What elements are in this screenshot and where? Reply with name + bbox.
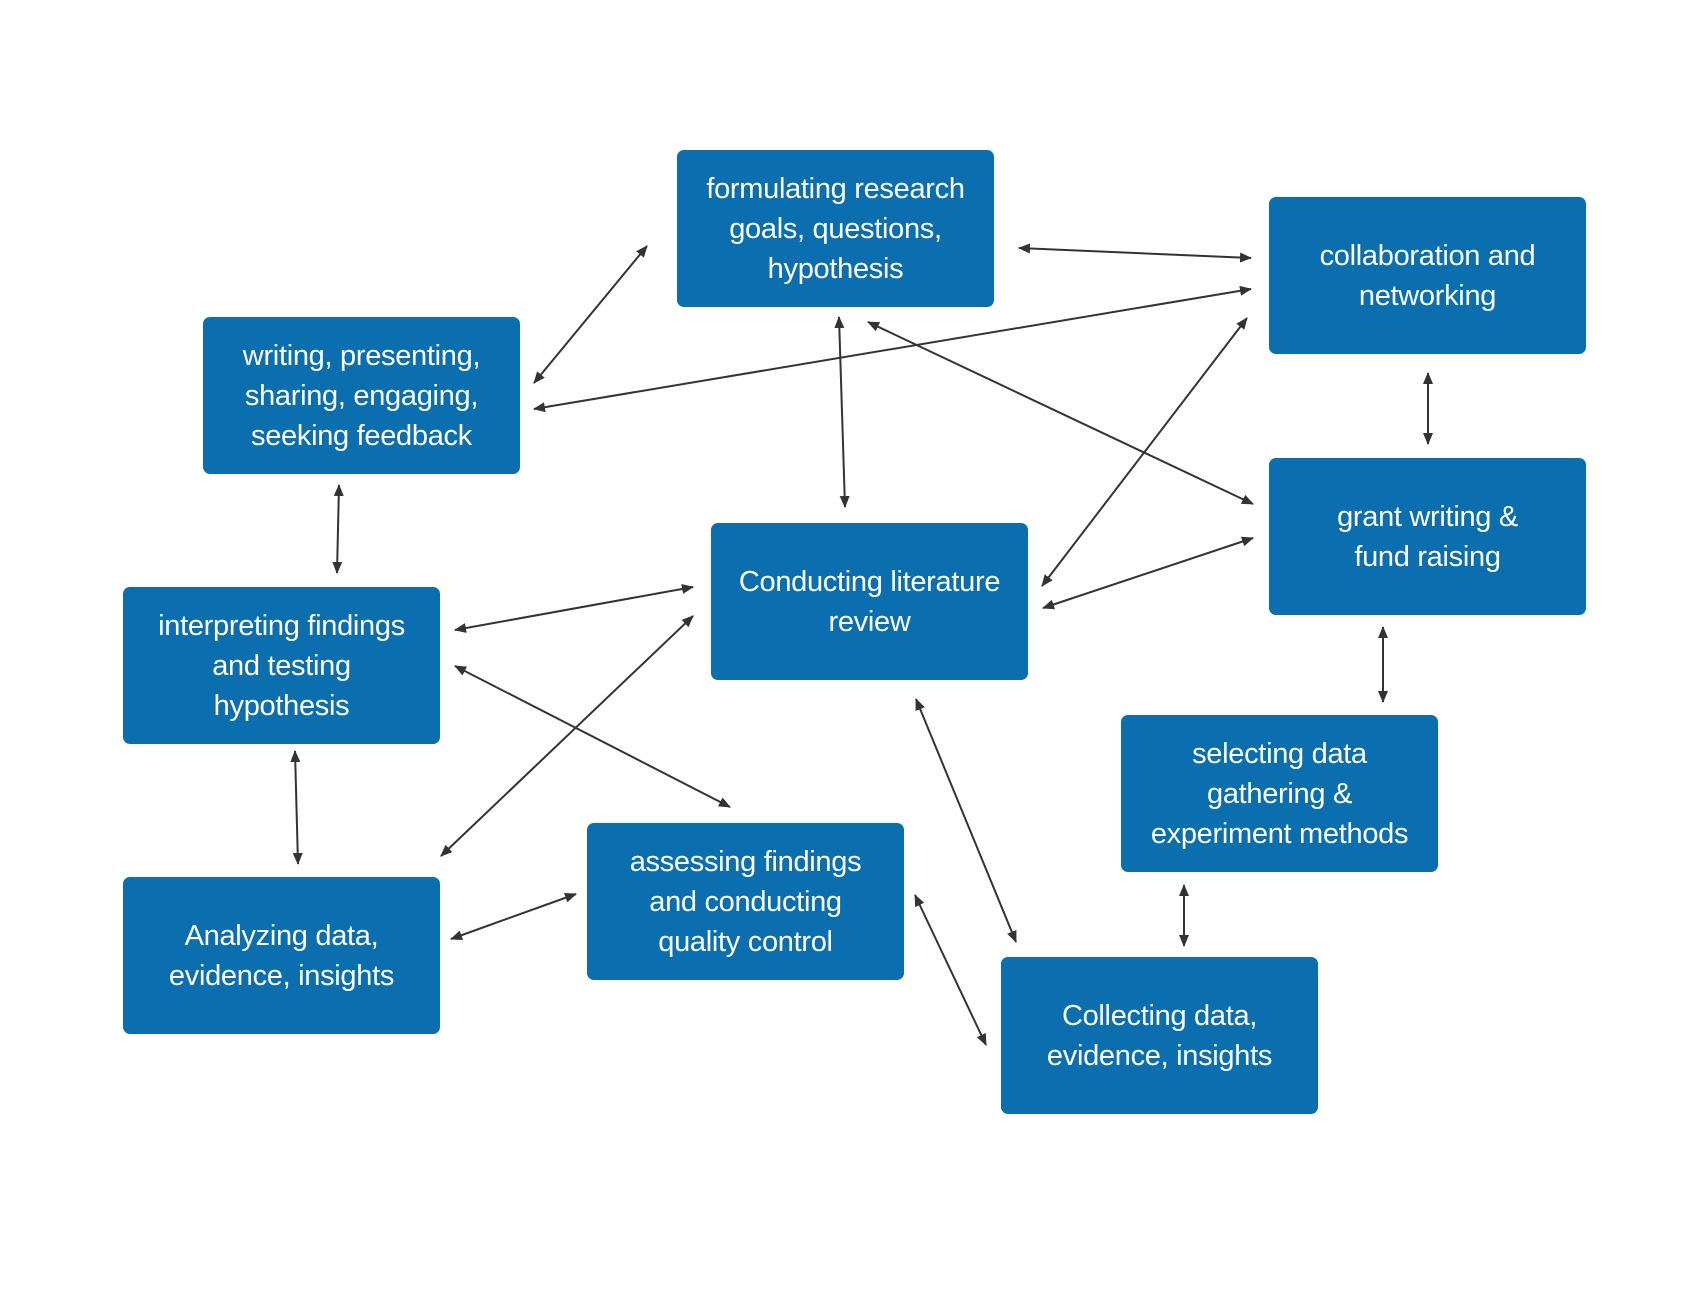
arrow-formulating-literature <box>834 316 850 508</box>
arrow-formulating-grant <box>867 321 1254 505</box>
arrow-literature-collecting <box>915 698 1017 943</box>
node-collaboration-label: collaboration and networking <box>1319 239 1536 312</box>
node-assessing-findings: assessing findings and conducting qualit… <box>587 823 904 980</box>
arrow-grant-literature <box>1042 536 1254 610</box>
arrow-assessing-collecting <box>914 894 987 1046</box>
node-literature-label: Conducting literature review <box>738 565 1001 638</box>
arrow-formulating-collaboration <box>1018 243 1252 263</box>
node-selecting-methods: selecting data gathering & experiment me… <box>1121 715 1438 872</box>
node-formulating-label: formulating research goals, questions, h… <box>706 172 965 285</box>
node-interpreting-findings: interpreting findings and testing hypoth… <box>123 587 440 744</box>
node-writing-label: writing, presenting, sharing, engaging, … <box>242 339 481 452</box>
arrow-interpreting-literature <box>454 584 694 633</box>
node-collaboration-networking: collaboration and networking <box>1269 197 1586 354</box>
arrow-collaboration-literature <box>1041 317 1248 587</box>
node-collecting-label: Collecting data, evidence, insights <box>1046 999 1273 1072</box>
arrow-interpreting-assessing <box>454 665 731 808</box>
arrow-analyzing-literature <box>440 615 694 857</box>
arrow-writing-interpreting <box>332 484 344 574</box>
arrow-writing-collaboration <box>533 285 1252 413</box>
node-formulating-research-goals: formulating research goals, questions, h… <box>677 150 994 307</box>
node-grant-writing: grant writing & fund raising <box>1269 458 1586 615</box>
node-interpreting-label: interpreting findings and testing hypoth… <box>158 609 405 722</box>
node-assessing-label: assessing findings and conducting qualit… <box>629 845 862 958</box>
node-literature-review: Conducting literature review <box>711 523 1028 680</box>
node-grant-label: grant writing & fund raising <box>1337 500 1518 573</box>
node-writing-presenting: writing, presenting, sharing, engaging, … <box>203 317 520 474</box>
node-collecting-data: Collecting data, evidence, insights <box>1001 957 1318 1114</box>
node-selecting-label: selecting data gathering & experiment me… <box>1150 737 1409 850</box>
arrow-interpreting-analyzing <box>290 750 303 865</box>
node-analyzing-label: Analyzing data, evidence, insights <box>168 919 395 992</box>
arrow-analyzing-assessing <box>450 893 577 940</box>
arrow-writing-formulating <box>533 245 648 384</box>
node-analyzing-data: Analyzing data, evidence, insights <box>123 877 440 1034</box>
